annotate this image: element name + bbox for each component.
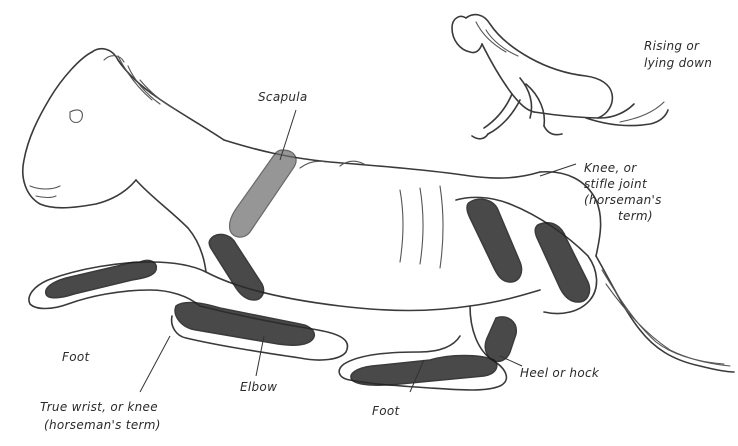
label-heel-hock: Heel or hock xyxy=(520,366,599,380)
label-true-wrist-line-1: True wrist, or knee xyxy=(40,398,161,416)
label-knee-stifle-line-3: (horseman's xyxy=(584,192,662,208)
scapula-bone xyxy=(229,150,296,237)
label-rising-lying-down: Rising or lying down xyxy=(644,38,712,72)
skeleton-highlights xyxy=(46,150,590,385)
label-elbow: Elbow xyxy=(240,380,277,394)
label-rising-line-1: Rising or xyxy=(644,38,712,55)
label-knee-stifle-line-2: stifle joint xyxy=(584,176,662,192)
label-rising-line-2: lying down xyxy=(644,55,712,72)
label-knee-stifle-line-4: term) xyxy=(584,208,662,224)
hind-cannon-bone xyxy=(485,317,516,361)
rising-horse-sketch xyxy=(452,15,668,139)
humerus-bone xyxy=(209,234,263,300)
forearm-bone xyxy=(175,302,314,345)
label-foot-rear: Foot xyxy=(372,404,400,418)
label-foot-front: Foot xyxy=(62,350,90,364)
label-knee-stifle-line-1: Knee, or xyxy=(584,160,662,176)
tibia-bone xyxy=(535,223,589,302)
femur-bone xyxy=(467,199,522,282)
label-true-wrist-line-2: (horseman's term) xyxy=(40,416,161,434)
label-true-wrist: True wrist, or knee (horseman's term) xyxy=(40,398,161,434)
label-scapula: Scapula xyxy=(258,90,308,104)
label-knee-stifle-joint: Knee, or stifle joint (horseman's term) xyxy=(584,160,662,224)
